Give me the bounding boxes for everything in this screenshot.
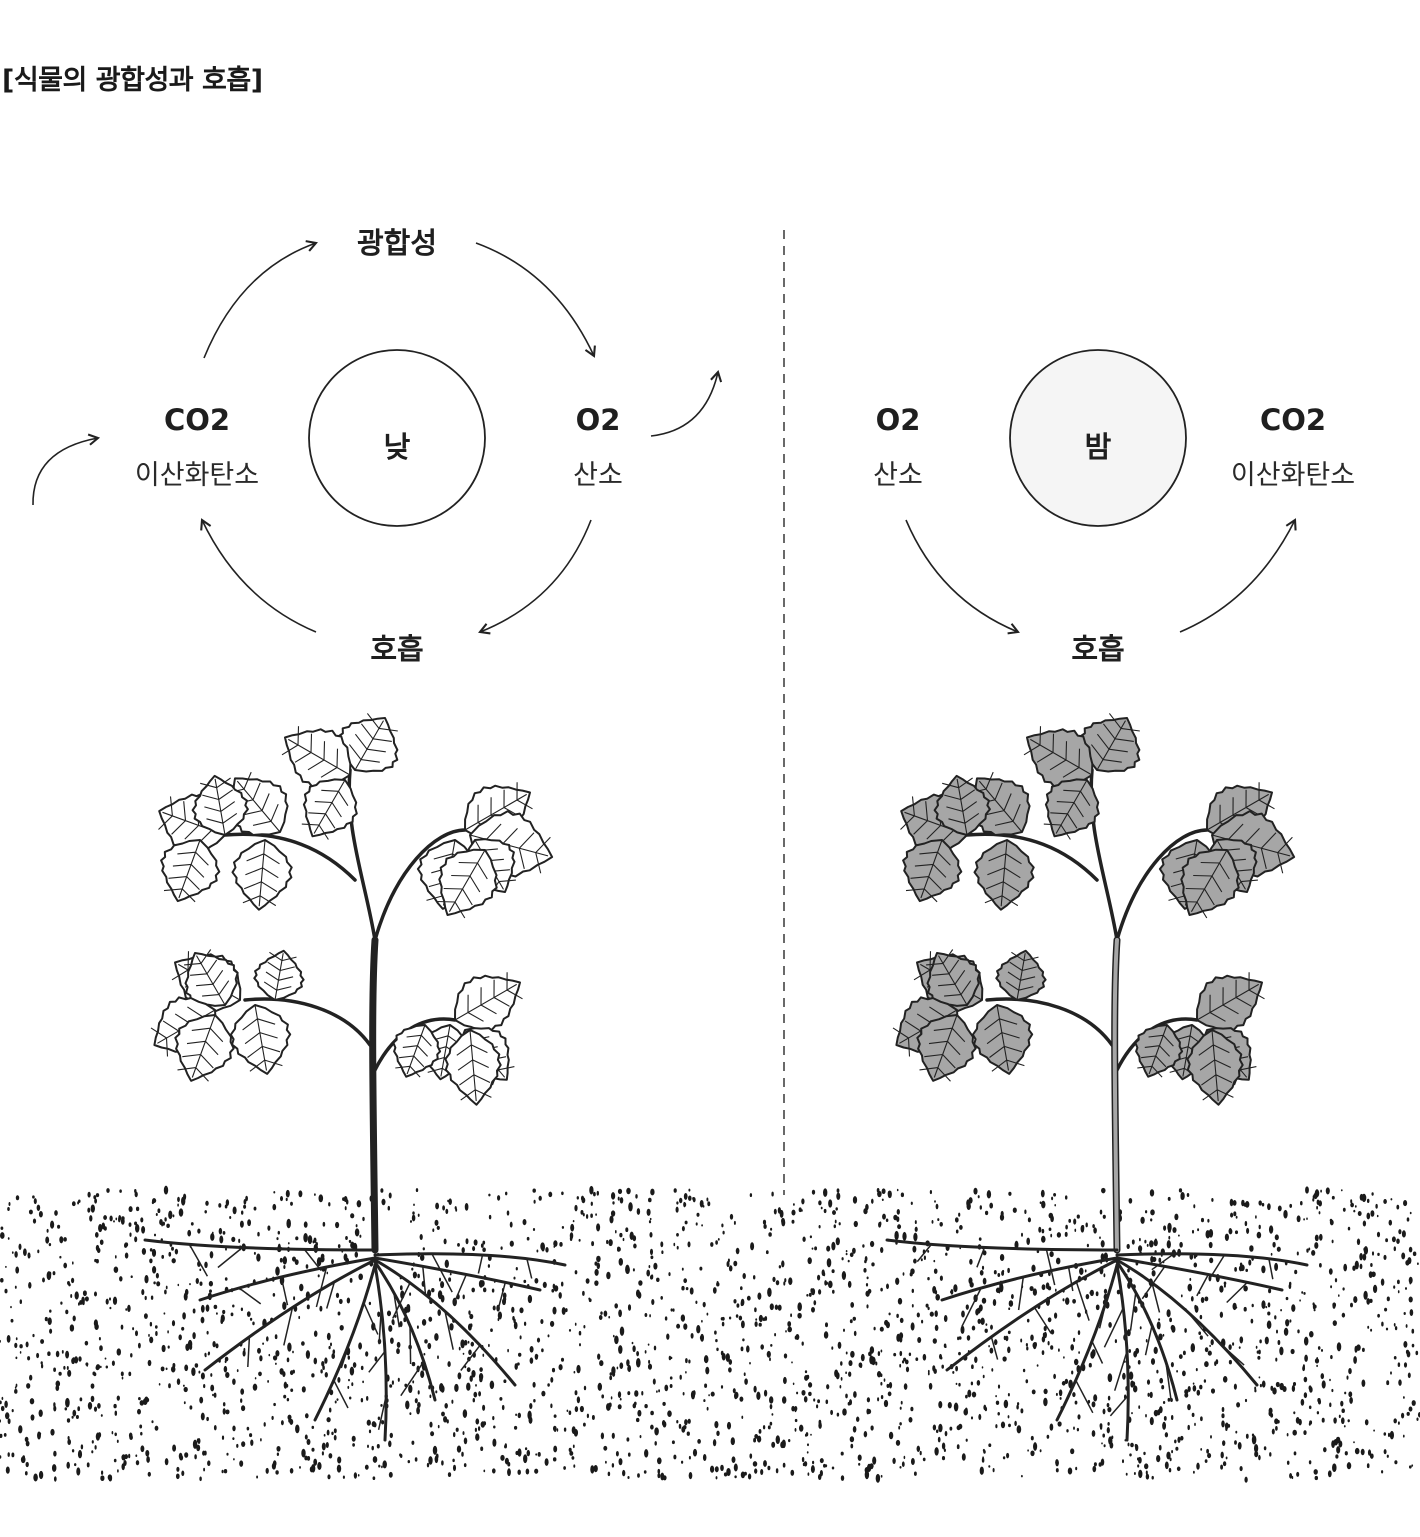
night-co2-formula: CO2 <box>1259 403 1327 437</box>
arrow-o2-to-respiration <box>478 519 592 635</box>
arrow-co2-to-photosynthesis <box>203 240 318 359</box>
arrow-co2-intake <box>32 433 101 506</box>
day-center-label: 낮 <box>383 430 411 464</box>
arrow-o2-to-night-respiration <box>905 519 1020 635</box>
night-co2-name: 이산화탄소 <box>1230 460 1356 491</box>
day-o2-formula: O2 <box>575 403 621 437</box>
day-o2-name: 산소 <box>573 460 623 491</box>
day-co2-formula: CO2 <box>163 403 231 437</box>
night-respiration-label: 호흡 <box>1071 632 1125 666</box>
day-co2-name: 이산화탄소 <box>134 460 260 491</box>
day-photosynthesis-label: 광합성 <box>356 226 438 260</box>
night-plant-illustration <box>885 713 1309 1442</box>
day-plant-illustration <box>143 713 567 1442</box>
day-circle <box>308 349 486 527</box>
arrow-photosynthesis-to-o2 <box>475 242 596 358</box>
night-o2-name: 산소 <box>873 460 923 491</box>
soil-texture <box>0 1185 1420 1483</box>
page-title: [식물의 광합성과 호흡] <box>2 65 263 96</box>
night-circle <box>1009 349 1187 527</box>
arrow-o2-release <box>650 369 723 437</box>
night-o2-formula: O2 <box>875 403 921 437</box>
night-center-label: 밤 <box>1084 430 1112 464</box>
arrow-respiration-to-co2 <box>200 518 317 633</box>
day-respiration-label: 호흡 <box>370 632 424 666</box>
arrow-night-respiration-to-co2 <box>1179 518 1297 633</box>
